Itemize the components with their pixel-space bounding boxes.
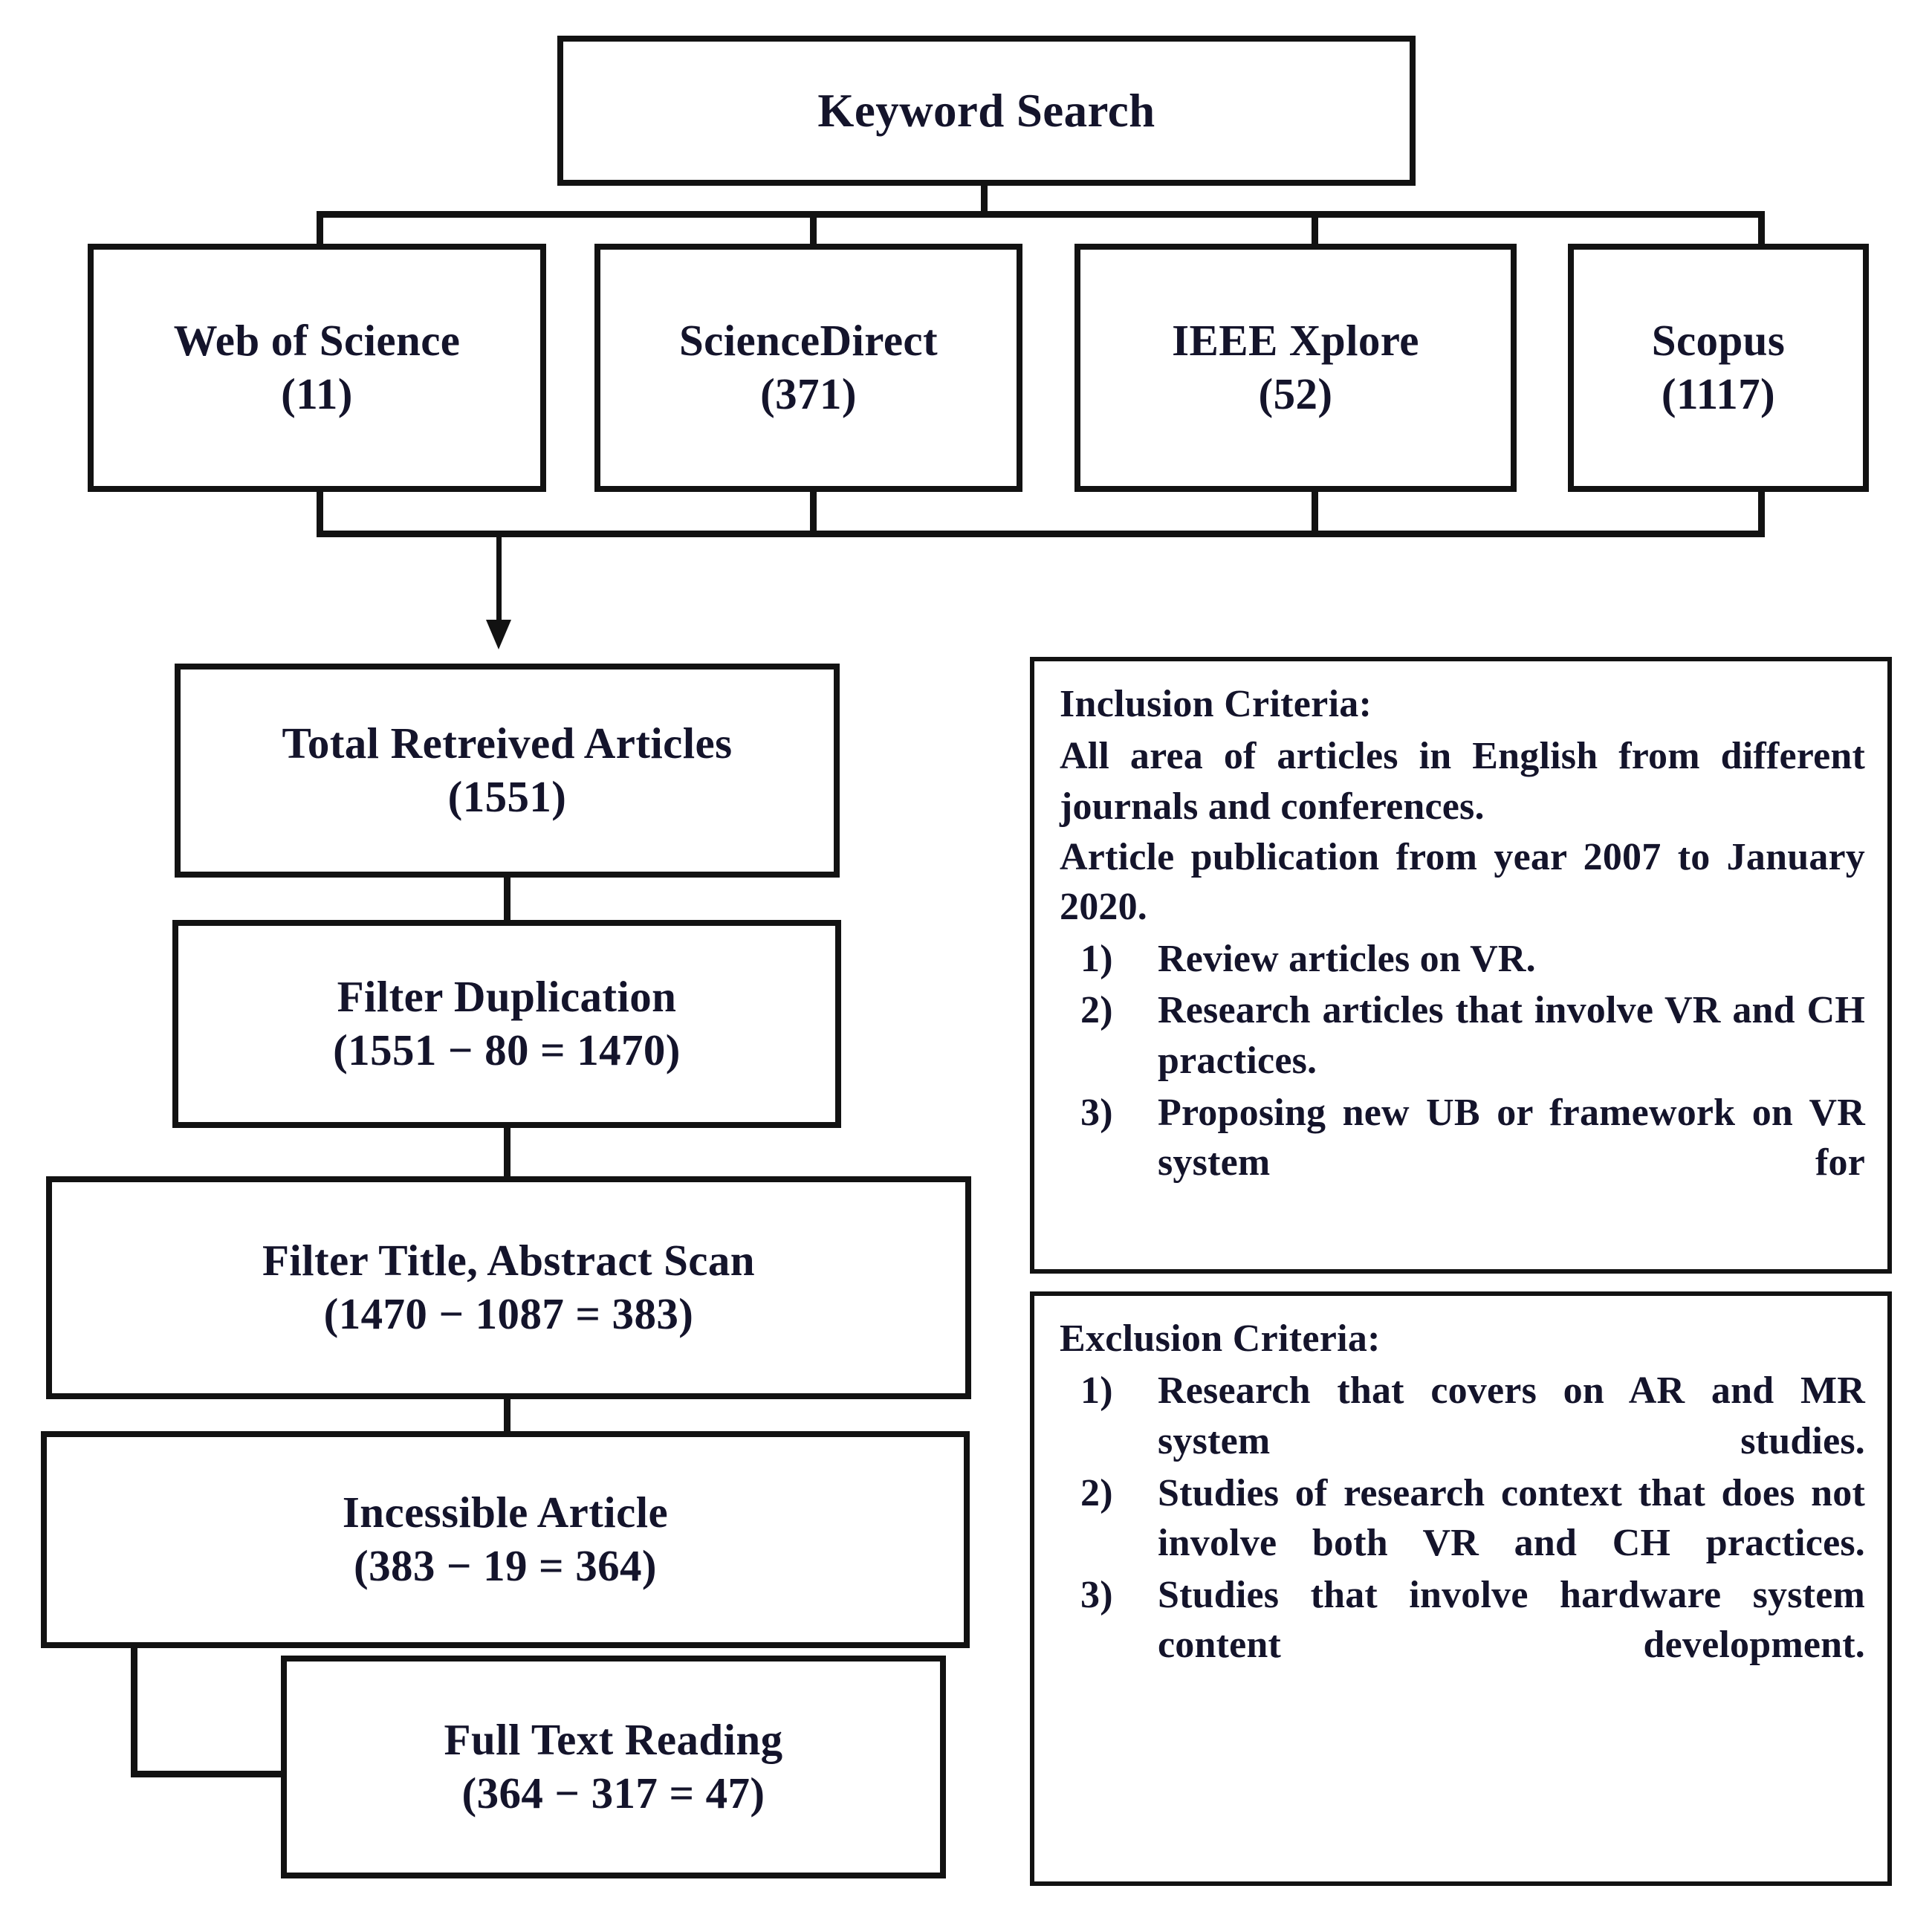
- step-count: (383 − 19 = 364): [354, 1541, 657, 1590]
- connector-step1-to-step2: [504, 874, 510, 923]
- inclusion-criteria-item: 2) Research articles that involve VR and…: [1060, 985, 1865, 1086]
- exclusion-criteria-item: 1) Research that covers on AR and MR sys…: [1060, 1366, 1865, 1466]
- node-database-ieee-xplore: IEEE Xplore (52): [1074, 244, 1517, 492]
- inclusion-item-number: 3): [1080, 1091, 1113, 1134]
- step-count: (1551): [447, 772, 567, 821]
- exclusion-item-number: 3): [1080, 1573, 1113, 1616]
- exclusion-item-text: Studies that involve hardware system con…: [1158, 1573, 1865, 1667]
- node-keyword-search-label: Keyword Search: [817, 84, 1155, 137]
- exclusion-criteria-list: 1) Research that covers on AR and MR sys…: [1060, 1366, 1865, 1670]
- step-name: Incessible Article: [342, 1488, 669, 1537]
- connector-step4-elbow-vertical: [131, 1644, 137, 1777]
- inclusion-paragraph-2: Article publication from year 2007 to Ja…: [1060, 835, 1865, 929]
- database-name: IEEE Xplore: [1172, 316, 1419, 366]
- exclusion-heading: Exclusion Criteria:: [1060, 1317, 1381, 1360]
- connector-up-scopus: [1758, 487, 1765, 536]
- connector-merge-arrow-shaft: [496, 531, 502, 623]
- inclusion-heading: Inclusion Criteria:: [1060, 683, 1372, 725]
- step-name: Full Text Reading: [444, 1715, 783, 1765]
- panel-inclusion-criteria: Inclusion Criteria: All area of articles…: [1030, 657, 1892, 1274]
- exclusion-item-text: Research that covers on AR and MR system…: [1158, 1369, 1865, 1463]
- exclusion-item-text: Studies of research context that does no…: [1158, 1471, 1865, 1565]
- inclusion-criteria-list: 1) Review articles on VR. 2) Research ar…: [1060, 934, 1865, 1188]
- inclusion-item-text: Research articles that involve VR and CH…: [1158, 989, 1865, 1083]
- inclusion-criteria-item: 1) Review articles on VR.: [1060, 934, 1865, 985]
- connector-step4-elbow-horizontal: [131, 1771, 287, 1777]
- database-name: Web of Science: [173, 316, 461, 366]
- node-total-retrieved-articles: Total Retreived Articles (1551): [175, 664, 840, 878]
- panel-exclusion-criteria: Exclusion Criteria: 1) Research that cov…: [1030, 1291, 1892, 1886]
- connector-up-web-of-science: [317, 487, 323, 536]
- inclusion-item-text: Proposing new UB or framework on VR syst…: [1158, 1091, 1865, 1184]
- connector-drop-ieee-xplore: [1312, 211, 1318, 248]
- step-name: Filter Duplication: [337, 972, 677, 1022]
- connector-step2-to-step3: [504, 1124, 510, 1179]
- database-count: (52): [1258, 369, 1333, 418]
- database-count: (1117): [1661, 369, 1776, 418]
- connector-drop-web-of-science: [317, 211, 323, 248]
- exclusion-item-number: 1): [1080, 1369, 1113, 1413]
- database-count: (371): [760, 369, 857, 418]
- connector-drop-scopus: [1758, 211, 1765, 248]
- connector-top-bus: [320, 211, 1765, 218]
- inclusion-paragraph-1: All area of articles in English from dif…: [1060, 735, 1865, 829]
- step-count: (1470 − 1087 = 383): [323, 1289, 694, 1338]
- connector-up-ieee-xplore: [1312, 487, 1318, 536]
- node-filter-duplication: Filter Duplication (1551 − 80 = 1470): [172, 920, 841, 1128]
- inclusion-criteria-item: 3) Proposing new UB or framework on VR s…: [1060, 1088, 1865, 1188]
- inclusion-item-text: Review articles on VR.: [1158, 937, 1536, 980]
- exclusion-item-number: 2): [1080, 1471, 1113, 1514]
- connector-up-sciencedirect: [810, 487, 817, 536]
- connector-bottom-bus: [317, 531, 1765, 537]
- exclusion-criteria-item: 3) Studies that involve hardware system …: [1060, 1570, 1865, 1670]
- step-name: Filter Title, Abstract Scan: [262, 1236, 756, 1286]
- exclusion-criteria-item: 2) Studies of research context that does…: [1060, 1468, 1865, 1569]
- connector-keyword-stem: [981, 183, 988, 217]
- node-database-scopus: Scopus (1117): [1568, 244, 1869, 492]
- node-keyword-search: Keyword Search: [557, 36, 1416, 186]
- connector-step3-to-step4: [504, 1395, 510, 1434]
- node-filter-title-abstract-scan: Filter Title, Abstract Scan (1470 − 1087…: [46, 1176, 971, 1399]
- inclusion-item-number: 2): [1080, 989, 1113, 1032]
- connector-merge-arrowhead: [486, 620, 511, 649]
- step-count: (1551 − 80 = 1470): [333, 1025, 681, 1074]
- step-name: Total Retreived Articles: [282, 719, 733, 768]
- node-database-web-of-science: Web of Science (11): [88, 244, 546, 492]
- node-full-text-reading: Full Text Reading (364 − 317 = 47): [281, 1656, 946, 1878]
- database-name: ScienceDirect: [678, 316, 939, 366]
- node-incessible-article: Incessible Article (383 − 19 = 364): [41, 1431, 970, 1648]
- node-database-sciencedirect: ScienceDirect (371): [594, 244, 1022, 492]
- step-count: (364 − 317 = 47): [461, 1768, 765, 1818]
- database-name: Scopus: [1651, 316, 1786, 366]
- inclusion-item-number: 1): [1080, 937, 1113, 980]
- connector-drop-sciencedirect: [810, 211, 817, 248]
- database-count: (11): [281, 369, 353, 418]
